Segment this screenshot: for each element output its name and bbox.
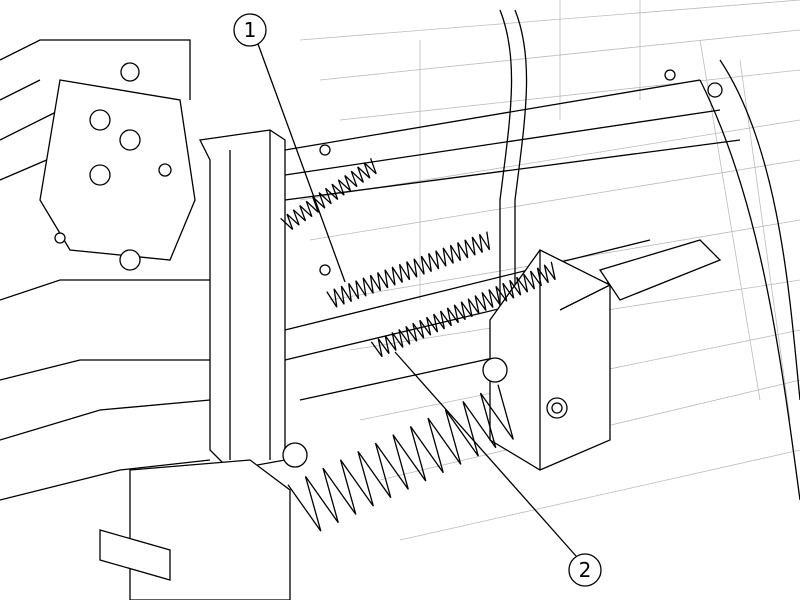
callout-2-leader <box>394 351 577 557</box>
callout-2-circle <box>568 553 602 587</box>
frame-structure <box>0 9 800 600</box>
callout-2-label: 2 <box>579 558 592 582</box>
callout-1-circle <box>233 13 267 47</box>
callout-1-leader <box>257 43 346 283</box>
springs <box>280 158 556 532</box>
lower-tension-spring <box>370 261 556 358</box>
compression-spring <box>287 384 514 532</box>
rear-spring <box>280 158 377 230</box>
callout-1: 1 <box>233 13 346 283</box>
callout-1-label: 1 <box>244 18 257 42</box>
upper-tension-spring <box>326 231 491 308</box>
bolt-heads <box>54 62 723 276</box>
callout-2: 2 <box>394 351 602 587</box>
